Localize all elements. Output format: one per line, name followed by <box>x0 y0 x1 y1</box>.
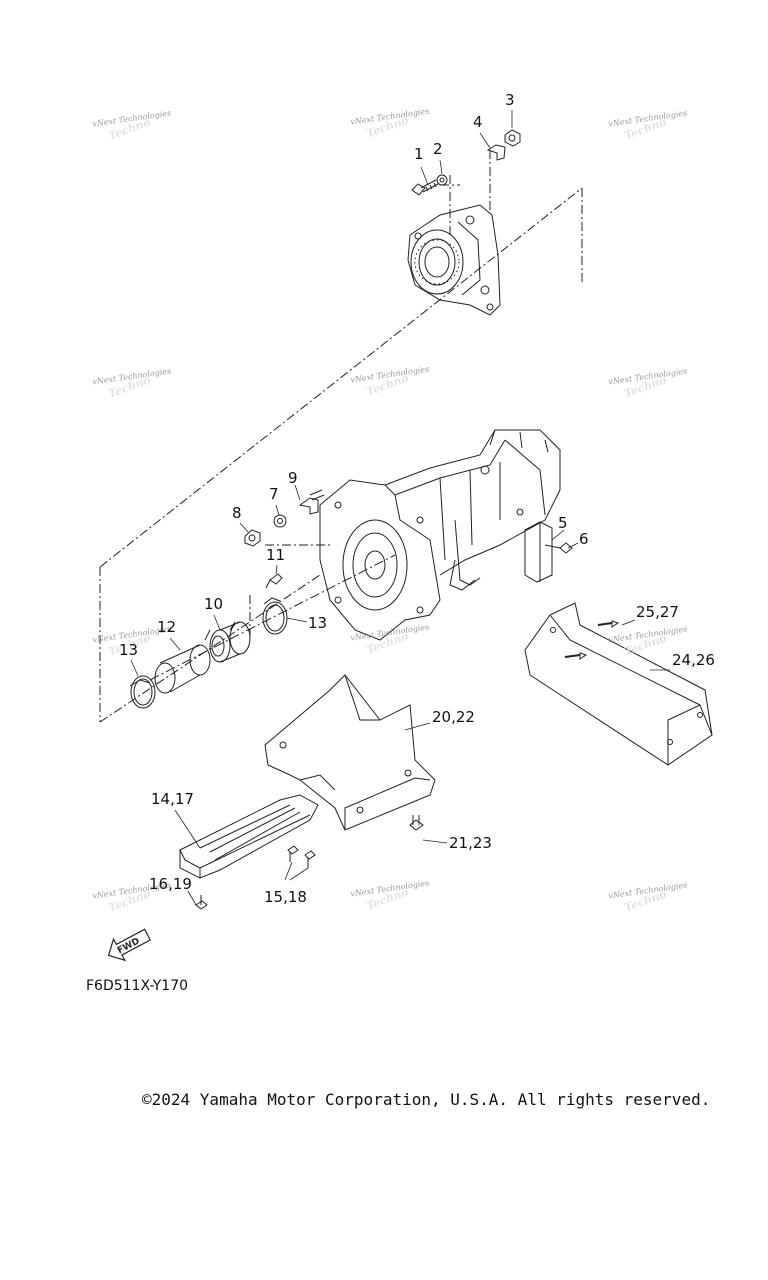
callout-13-upper: 13 <box>308 614 328 632</box>
figure-code: F6D511X-Y170 <box>86 978 189 994</box>
plate-9 <box>298 497 319 515</box>
callout-3: 3 <box>505 91 515 109</box>
callout-12: 12 <box>157 618 177 636</box>
clamp-13-upper <box>262 597 288 635</box>
callout-9: 9 <box>288 469 298 487</box>
callout-24-26: 24,26 <box>672 651 715 669</box>
callout-15-18: 15,18 <box>264 888 307 906</box>
coupling-10 <box>204 621 251 663</box>
callout-4: 4 <box>473 113 483 131</box>
callout-6: 6 <box>579 530 589 548</box>
bearing-housing <box>407 204 501 316</box>
washer-7 <box>273 514 287 528</box>
plate-20-22 <box>264 674 436 831</box>
callout-13-lower: 13 <box>119 641 139 659</box>
washer-2 <box>436 174 448 186</box>
callout-8: 8 <box>232 504 242 522</box>
callout-2: 2 <box>433 140 443 158</box>
callout-7: 7 <box>269 485 279 503</box>
jet-pump-housing <box>309 429 561 641</box>
upper-assembly-boundary <box>99 150 583 723</box>
screw-11 <box>265 573 283 589</box>
bolt-21-23 <box>409 815 424 831</box>
callout-20-22: 20,22 <box>432 708 475 726</box>
screw-15-18 <box>287 845 316 868</box>
plate-24-26 <box>524 602 713 766</box>
callout-10: 10 <box>204 595 224 613</box>
leader-lines <box>130 110 670 906</box>
screw-16-19 <box>195 895 208 910</box>
plate-4 <box>486 144 506 161</box>
bracket-5 <box>524 521 553 583</box>
bolt-1 <box>411 179 439 196</box>
callout-14-17: 14,17 <box>151 790 194 808</box>
clamp-13-lower <box>129 675 156 709</box>
callout-11: 11 <box>266 546 286 564</box>
callout-1: 1 <box>414 145 424 163</box>
grate-14-17 <box>179 794 319 879</box>
screw-25-27 <box>564 620 620 660</box>
nut-3 <box>504 129 521 147</box>
callout-21-23: 21,23 <box>449 834 492 852</box>
callout-25-27: 25,27 <box>636 603 679 621</box>
callout-16-19: 16,19 <box>149 875 192 893</box>
tube-12 <box>154 644 211 694</box>
callout-5: 5 <box>558 514 568 532</box>
copyright-notice: ©2024 Yamaha Motor Corporation, U.S.A. A… <box>142 1090 711 1109</box>
bolt-6 <box>544 542 573 554</box>
fwd-arrow-icon: FWD <box>107 928 152 962</box>
shaft-centerline <box>149 554 396 681</box>
nut-8 <box>244 529 261 547</box>
